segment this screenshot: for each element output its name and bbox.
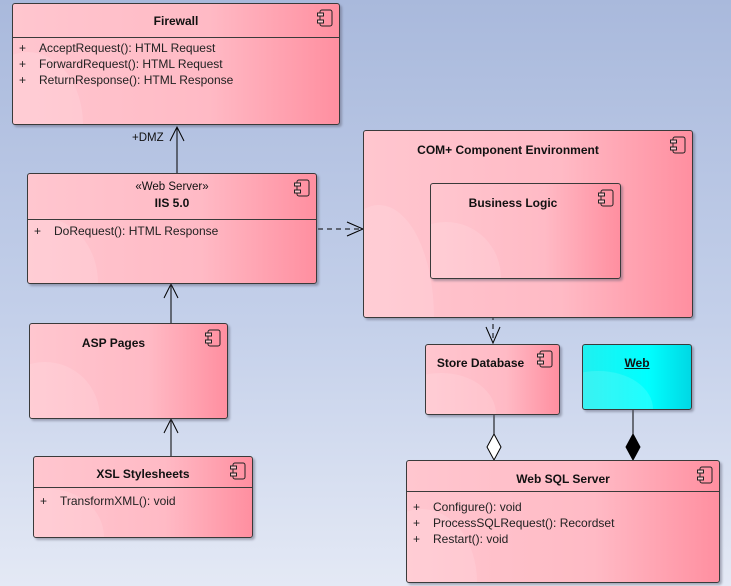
component-icon — [697, 466, 713, 484]
iis-separator — [28, 219, 316, 220]
firewall-separator — [13, 37, 339, 38]
asp-pages-title: ASP Pages — [81, 336, 146, 350]
xsl-stylesheets-title: XSL Stylesheets — [96, 467, 190, 481]
iis-operations: +DoRequest(): HTML Response — [34, 223, 312, 239]
web-sql-server-separator — [407, 491, 719, 492]
iis-title: IIS 5.0 — [154, 196, 190, 210]
operation-row: +ProcessSQLRequest(): Recordset — [413, 516, 615, 530]
component-icon — [670, 136, 686, 154]
business-to-store-arrowhead — [485, 326, 501, 345]
operation-row: +DoRequest(): HTML Response — [34, 224, 219, 238]
operation-row: +Configure(): void — [413, 500, 522, 514]
web-sql-server-component[interactable]: Web SQL Server +Configure(): void +Proce… — [406, 460, 720, 583]
iis-component[interactable]: «Web Server» IIS 5.0 +DoRequest(): HTML … — [27, 173, 317, 284]
iis-to-com-arrowhead — [346, 221, 365, 237]
xsl-to-asp-arrowhead — [163, 417, 179, 434]
operation-row: +TransformXML(): void — [40, 494, 176, 508]
xsl-separator — [34, 487, 252, 488]
iis-to-firewall-arrowhead — [169, 125, 185, 142]
com-plus-title: COM+ Component Environment — [417, 143, 599, 157]
business-logic-title: Business Logic — [468, 196, 558, 210]
store-database-title: Store Database — [436, 356, 525, 370]
business-logic-component[interactable]: Business Logic — [430, 183, 621, 279]
xsl-stylesheets-component[interactable]: XSL Stylesheets +TransformXML(): void — [33, 456, 253, 538]
web-sql-server-title: Web SQL Server — [516, 472, 610, 486]
operation-row: +ForwardRequest(): HTML Request — [19, 57, 223, 71]
component-icon — [294, 179, 310, 197]
component-icon — [317, 9, 333, 27]
firewall-title: Firewall — [153, 14, 199, 28]
xsl-operations: +TransformXML(): void — [40, 493, 248, 509]
web-sql-server-operations: +Configure(): void +ProcessSQLRequest():… — [413, 499, 715, 547]
store-database-component[interactable]: Store Database — [425, 344, 560, 415]
asp-to-iis-arrowhead — [163, 282, 179, 299]
firewall-operations: +AcceptRequest(): HTML Request +ForwardR… — [19, 40, 335, 88]
operation-row: +Restart(): void — [413, 532, 509, 546]
component-icon — [537, 350, 553, 368]
iis-stereotype: «Web Server» — [135, 181, 209, 193]
aggregation-diamond — [486, 432, 502, 462]
component-icon — [205, 329, 221, 347]
web-component[interactable]: Web — [582, 344, 692, 410]
composition-diamond — [625, 432, 641, 462]
asp-pages-component[interactable]: ASP Pages — [29, 323, 228, 419]
dmz-label: +DMZ — [132, 132, 164, 144]
operation-row: +ReturnResponse(): HTML Response — [19, 73, 234, 87]
web-title: Web — [624, 356, 650, 370]
component-icon — [230, 462, 246, 480]
firewall-component[interactable]: Firewall +AcceptRequest(): HTML Request … — [12, 3, 340, 125]
operation-row: +AcceptRequest(): HTML Request — [19, 41, 216, 55]
component-icon — [598, 189, 614, 207]
